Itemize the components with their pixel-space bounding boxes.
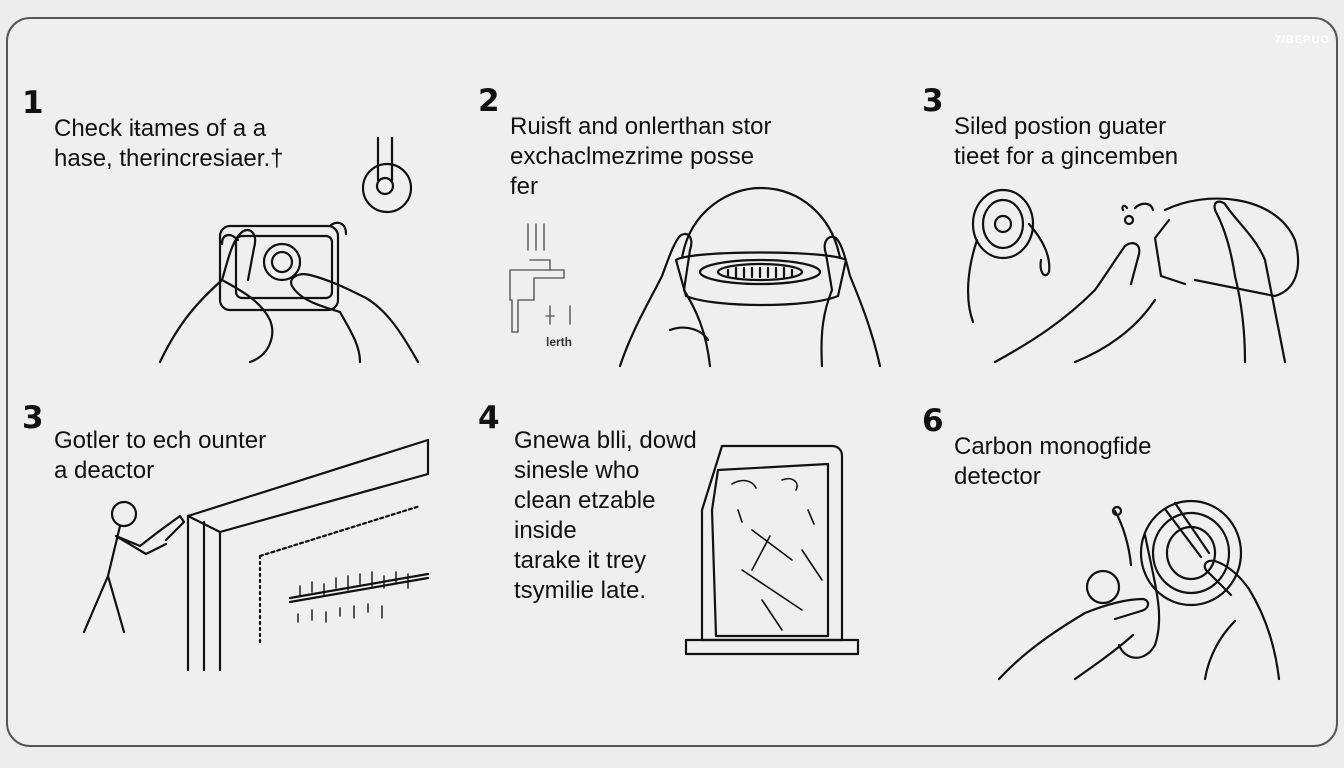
step-line: hase, therincresiaer.† <box>54 145 284 172</box>
step-line: Siled postion guater <box>954 113 1167 140</box>
step-text: Carbon monogfide detector <box>954 432 1151 492</box>
hands-holding-dome-illustration <box>610 180 890 370</box>
step-line: fer <box>510 173 539 200</box>
step-line: Carbon monogfide <box>954 433 1152 460</box>
faucet-label: lerth <box>546 335 572 349</box>
step-text: Gotler to ech ounter a deactor <box>54 426 266 486</box>
step-line: Gnewa blli, dowd <box>514 427 697 454</box>
step-line: a deactor <box>54 457 155 484</box>
faucet-illustration: lerth <box>490 220 572 349</box>
step-number: 6 <box>922 403 944 439</box>
hands-fitting-detector-illustration <box>955 180 1315 365</box>
step-number: 3 <box>22 400 44 436</box>
instruction-frame <box>6 17 1338 747</box>
step-line: tieeŧ for a gincemben <box>954 143 1179 170</box>
step-number: 3 <box>922 83 944 119</box>
step-line: tsymilie late. <box>514 577 647 604</box>
step-text: Gnewa blli, dowd sinesle who clean etzab… <box>514 426 697 606</box>
step-text: Check iŧames of a a hase, therincresiaer… <box>54 114 283 174</box>
step-text: Ruisft and onlerthan stor exchaclmezrime… <box>510 112 771 202</box>
step-line: Gotler to ech ounter <box>54 427 267 454</box>
step-line: Check iŧames of a a <box>54 115 267 142</box>
watermark: 7/BEPUO <box>1274 34 1330 46</box>
step-line: Ruisft and onlerthan stor <box>510 113 772 140</box>
person-at-wall-illustration <box>50 436 435 676</box>
glass-container-illustration <box>682 440 862 660</box>
step-line: clean etzable <box>514 487 656 514</box>
step-number: 2 <box>478 83 500 119</box>
hands-with-carbon-monoxide-detector-illustration <box>995 495 1295 685</box>
step-line: exchaclmezrime posse <box>510 143 755 170</box>
step-number: 1 <box>22 85 44 121</box>
step-line: tarake it trey <box>514 547 647 574</box>
step-line: detector <box>954 463 1041 490</box>
step-number: 4 <box>478 400 500 436</box>
hands-holding-detector-illustration <box>150 130 430 370</box>
step-line: sinesle who <box>514 457 640 484</box>
step-line: inside <box>514 517 577 544</box>
step-text: Siled postion guater tieeŧ for a gincemb… <box>954 112 1178 172</box>
